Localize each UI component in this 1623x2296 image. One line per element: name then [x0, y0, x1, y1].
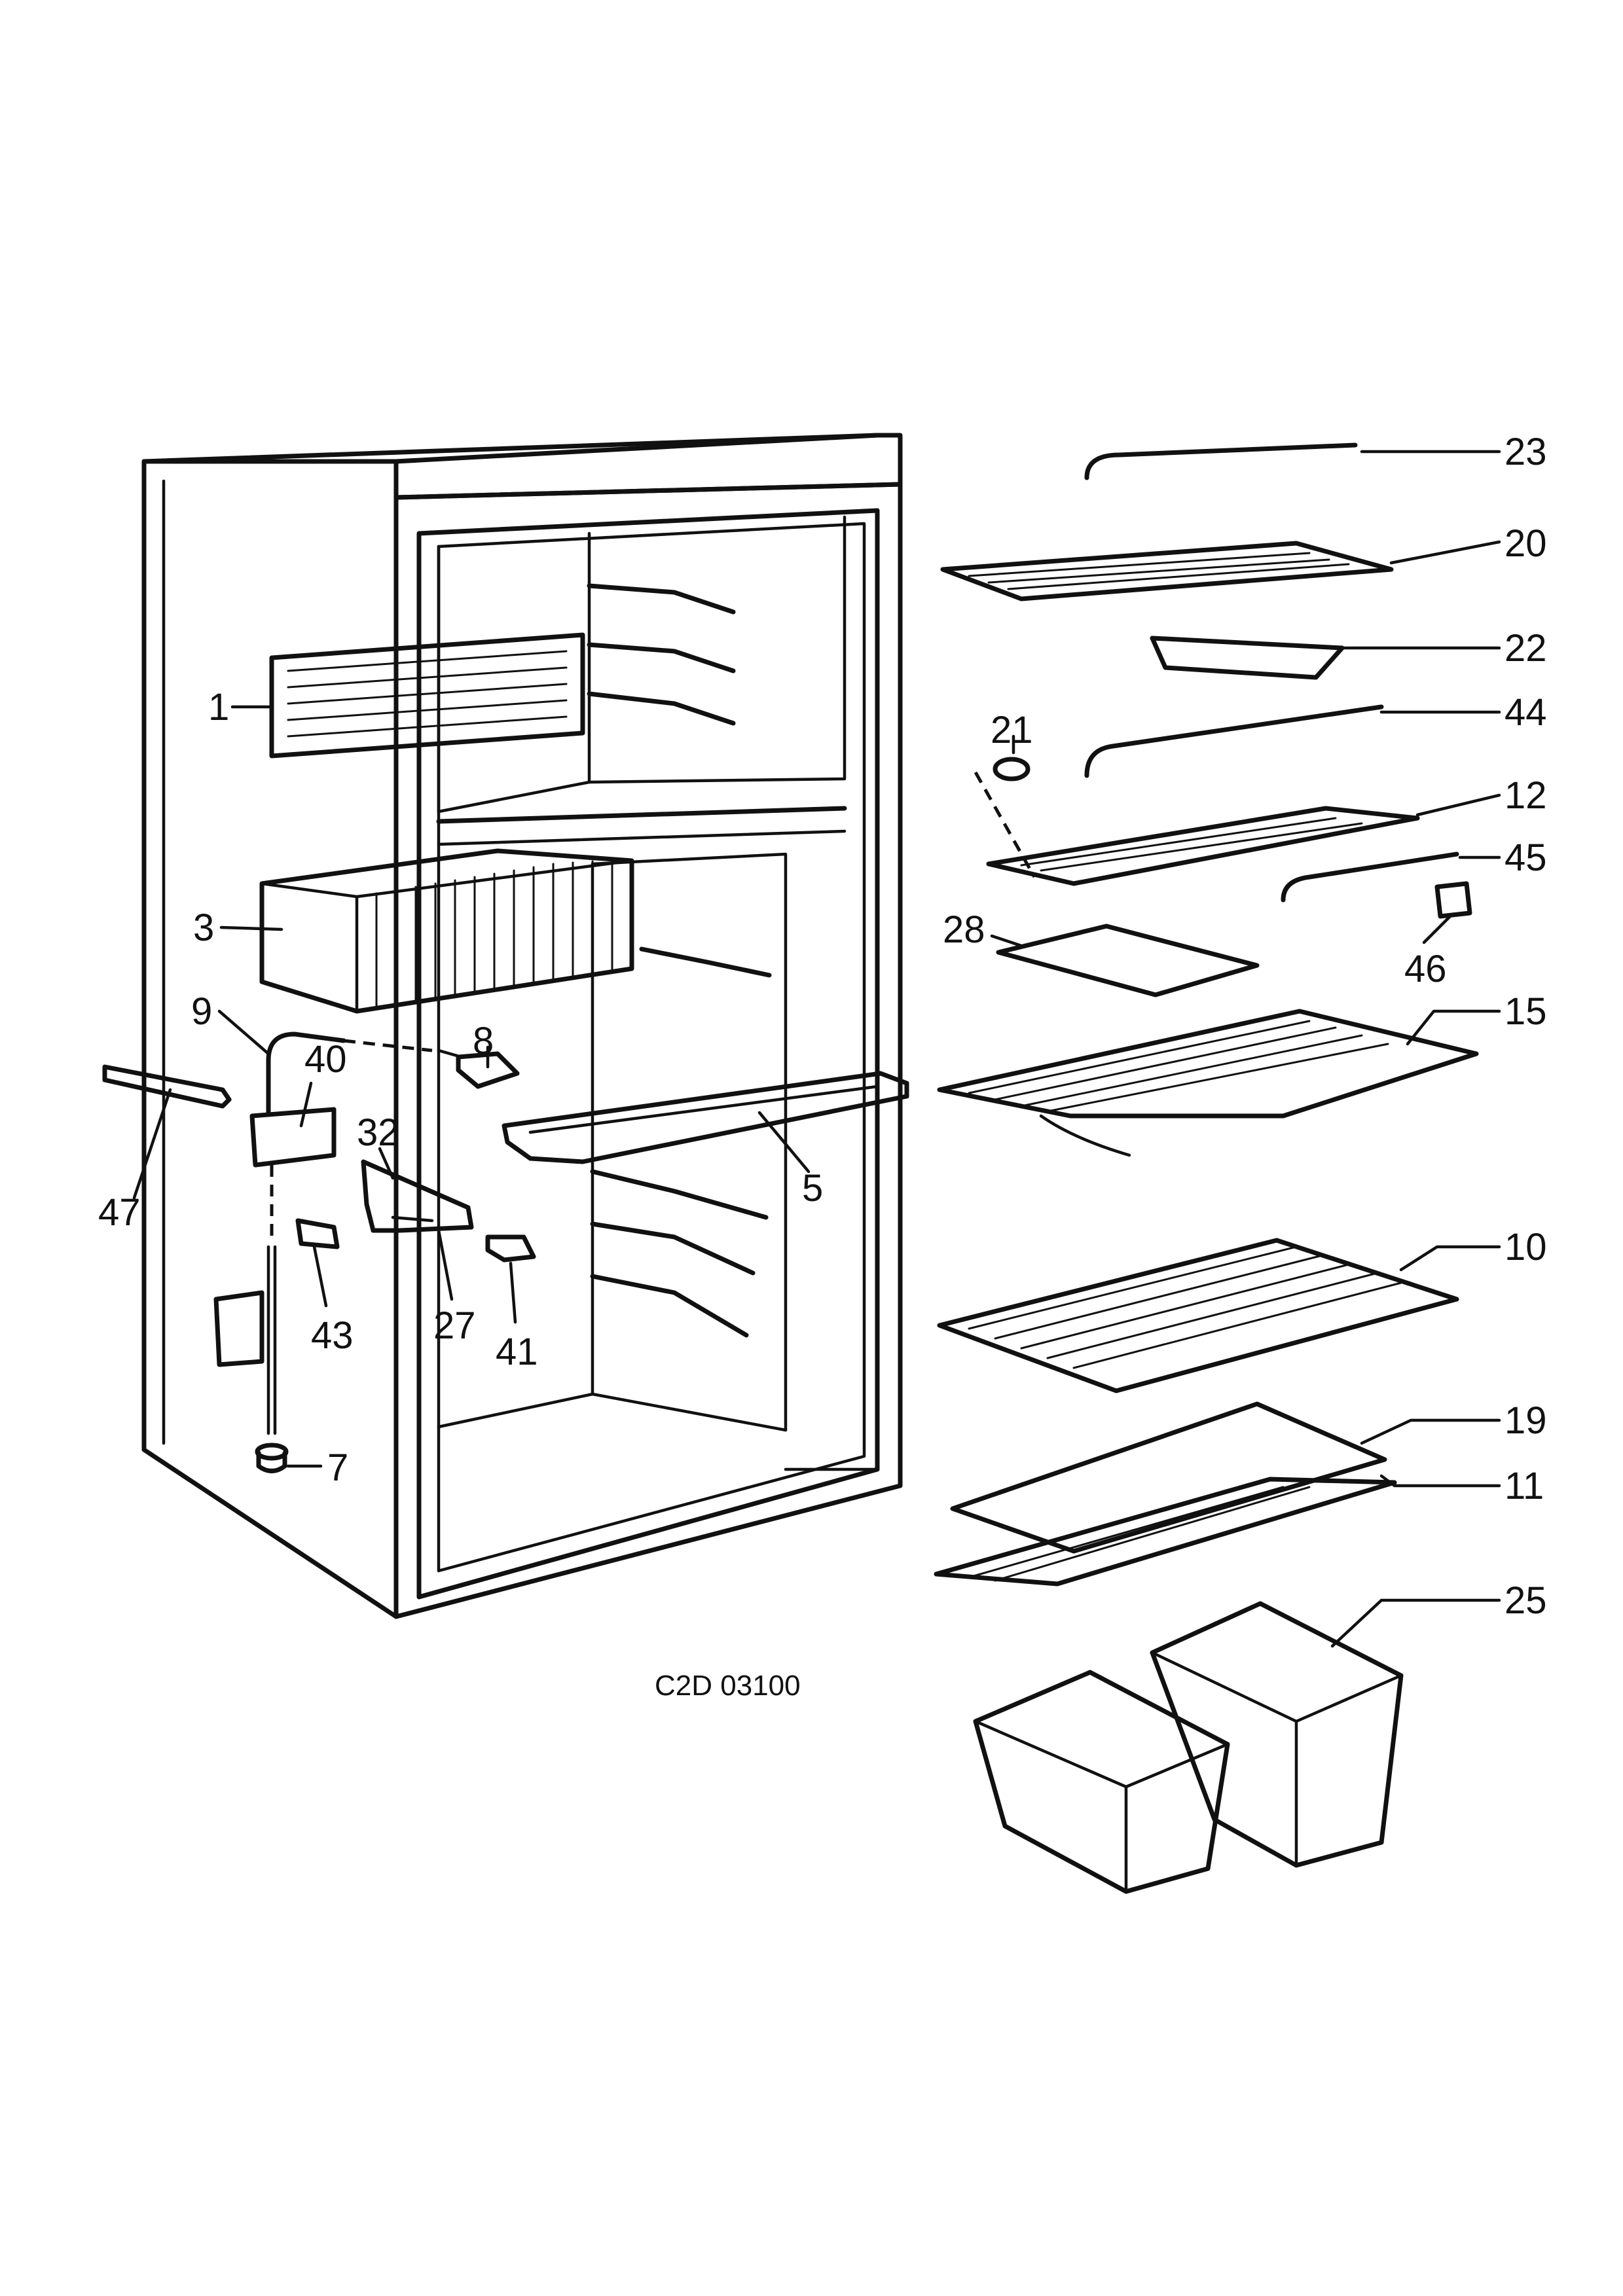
part-43-bulb: [295, 1218, 340, 1249]
callout-15: 15: [1504, 990, 1547, 1033]
callout-44: 44: [1504, 691, 1547, 734]
part-28-dish: [996, 924, 1260, 997]
callout-1: 1: [208, 686, 229, 728]
callout-8: 8: [473, 1020, 494, 1062]
part-32-lamp-housing: [361, 1159, 474, 1233]
callout-40: 40: [304, 1038, 347, 1081]
part-1-evaporator-plate: [269, 632, 585, 759]
part-25-crisper-left: [973, 1670, 1230, 1894]
callout-11: 11: [1504, 1465, 1544, 1507]
leader-lines: [132, 450, 1501, 1648]
part-20-wire-shelf: [940, 541, 1394, 601]
drain-label-plate: [213, 1290, 264, 1367]
callout-3: 3: [193, 906, 214, 949]
callout-32: 32: [357, 1111, 399, 1154]
callout-45: 45: [1504, 836, 1547, 879]
part-22-ice-tray: [1150, 636, 1345, 680]
part-9-capillary-tube: [266, 1031, 346, 1122]
part-10-wire-shelf: [937, 1238, 1459, 1393]
part-45-rail: [1281, 852, 1459, 903]
callout-41: 41: [496, 1331, 538, 1373]
refrigerator-cabinet: [141, 433, 903, 1619]
part-3-evaporator-block: [259, 848, 634, 1014]
part-11-wire-shelf: [934, 1477, 1397, 1587]
callout-46: 46: [1404, 948, 1447, 990]
callout-28: 28: [943, 908, 985, 951]
part-19-glass-plate: [950, 1401, 1387, 1554]
callout-27: 27: [433, 1304, 476, 1347]
callout-22: 22: [1504, 627, 1547, 670]
callout-21: 21: [991, 709, 1033, 751]
part-21-clip: [993, 757, 1030, 781]
callout-20: 20: [1504, 522, 1547, 565]
part-47-sensor-probe: [102, 1064, 232, 1109]
drain-tube: [266, 1245, 277, 1435]
part-23-rail: [1084, 442, 1358, 480]
callout-19: 19: [1504, 1399, 1547, 1442]
part-15-wire-shelf: [937, 1009, 1479, 1157]
part-46-clip: [1434, 881, 1472, 919]
part-25-crisper-right: [1150, 1601, 1404, 1868]
callout-47: 47: [98, 1191, 141, 1234]
callout-23: 23: [1504, 431, 1547, 473]
callout-43: 43: [311, 1314, 354, 1357]
part-40-thermostat: [249, 1107, 337, 1168]
callout-9: 9: [191, 990, 212, 1033]
part-8-bracket: [437, 1049, 520, 1089]
callout-7: 7: [327, 1446, 348, 1489]
drawing-code: C2D 03100: [655, 1670, 801, 1702]
part-44-rail: [1084, 704, 1384, 778]
part-7-foot: [255, 1443, 289, 1473]
part-41-switch: [485, 1234, 536, 1263]
callout-25: 25: [1504, 1579, 1547, 1622]
leader-dashed-9: [343, 1039, 433, 1052]
part-12-wire-shelf: [986, 806, 1420, 886]
callout-12: 12: [1504, 774, 1547, 817]
callout-labels: 1 3 9 8 40 32 47 5 27 43 41 7 23 20 22 2…: [98, 431, 1547, 1622]
callout-10: 10: [1504, 1226, 1547, 1268]
part-5-drip-tray: [501, 1071, 909, 1164]
callout-5: 5: [802, 1167, 823, 1210]
